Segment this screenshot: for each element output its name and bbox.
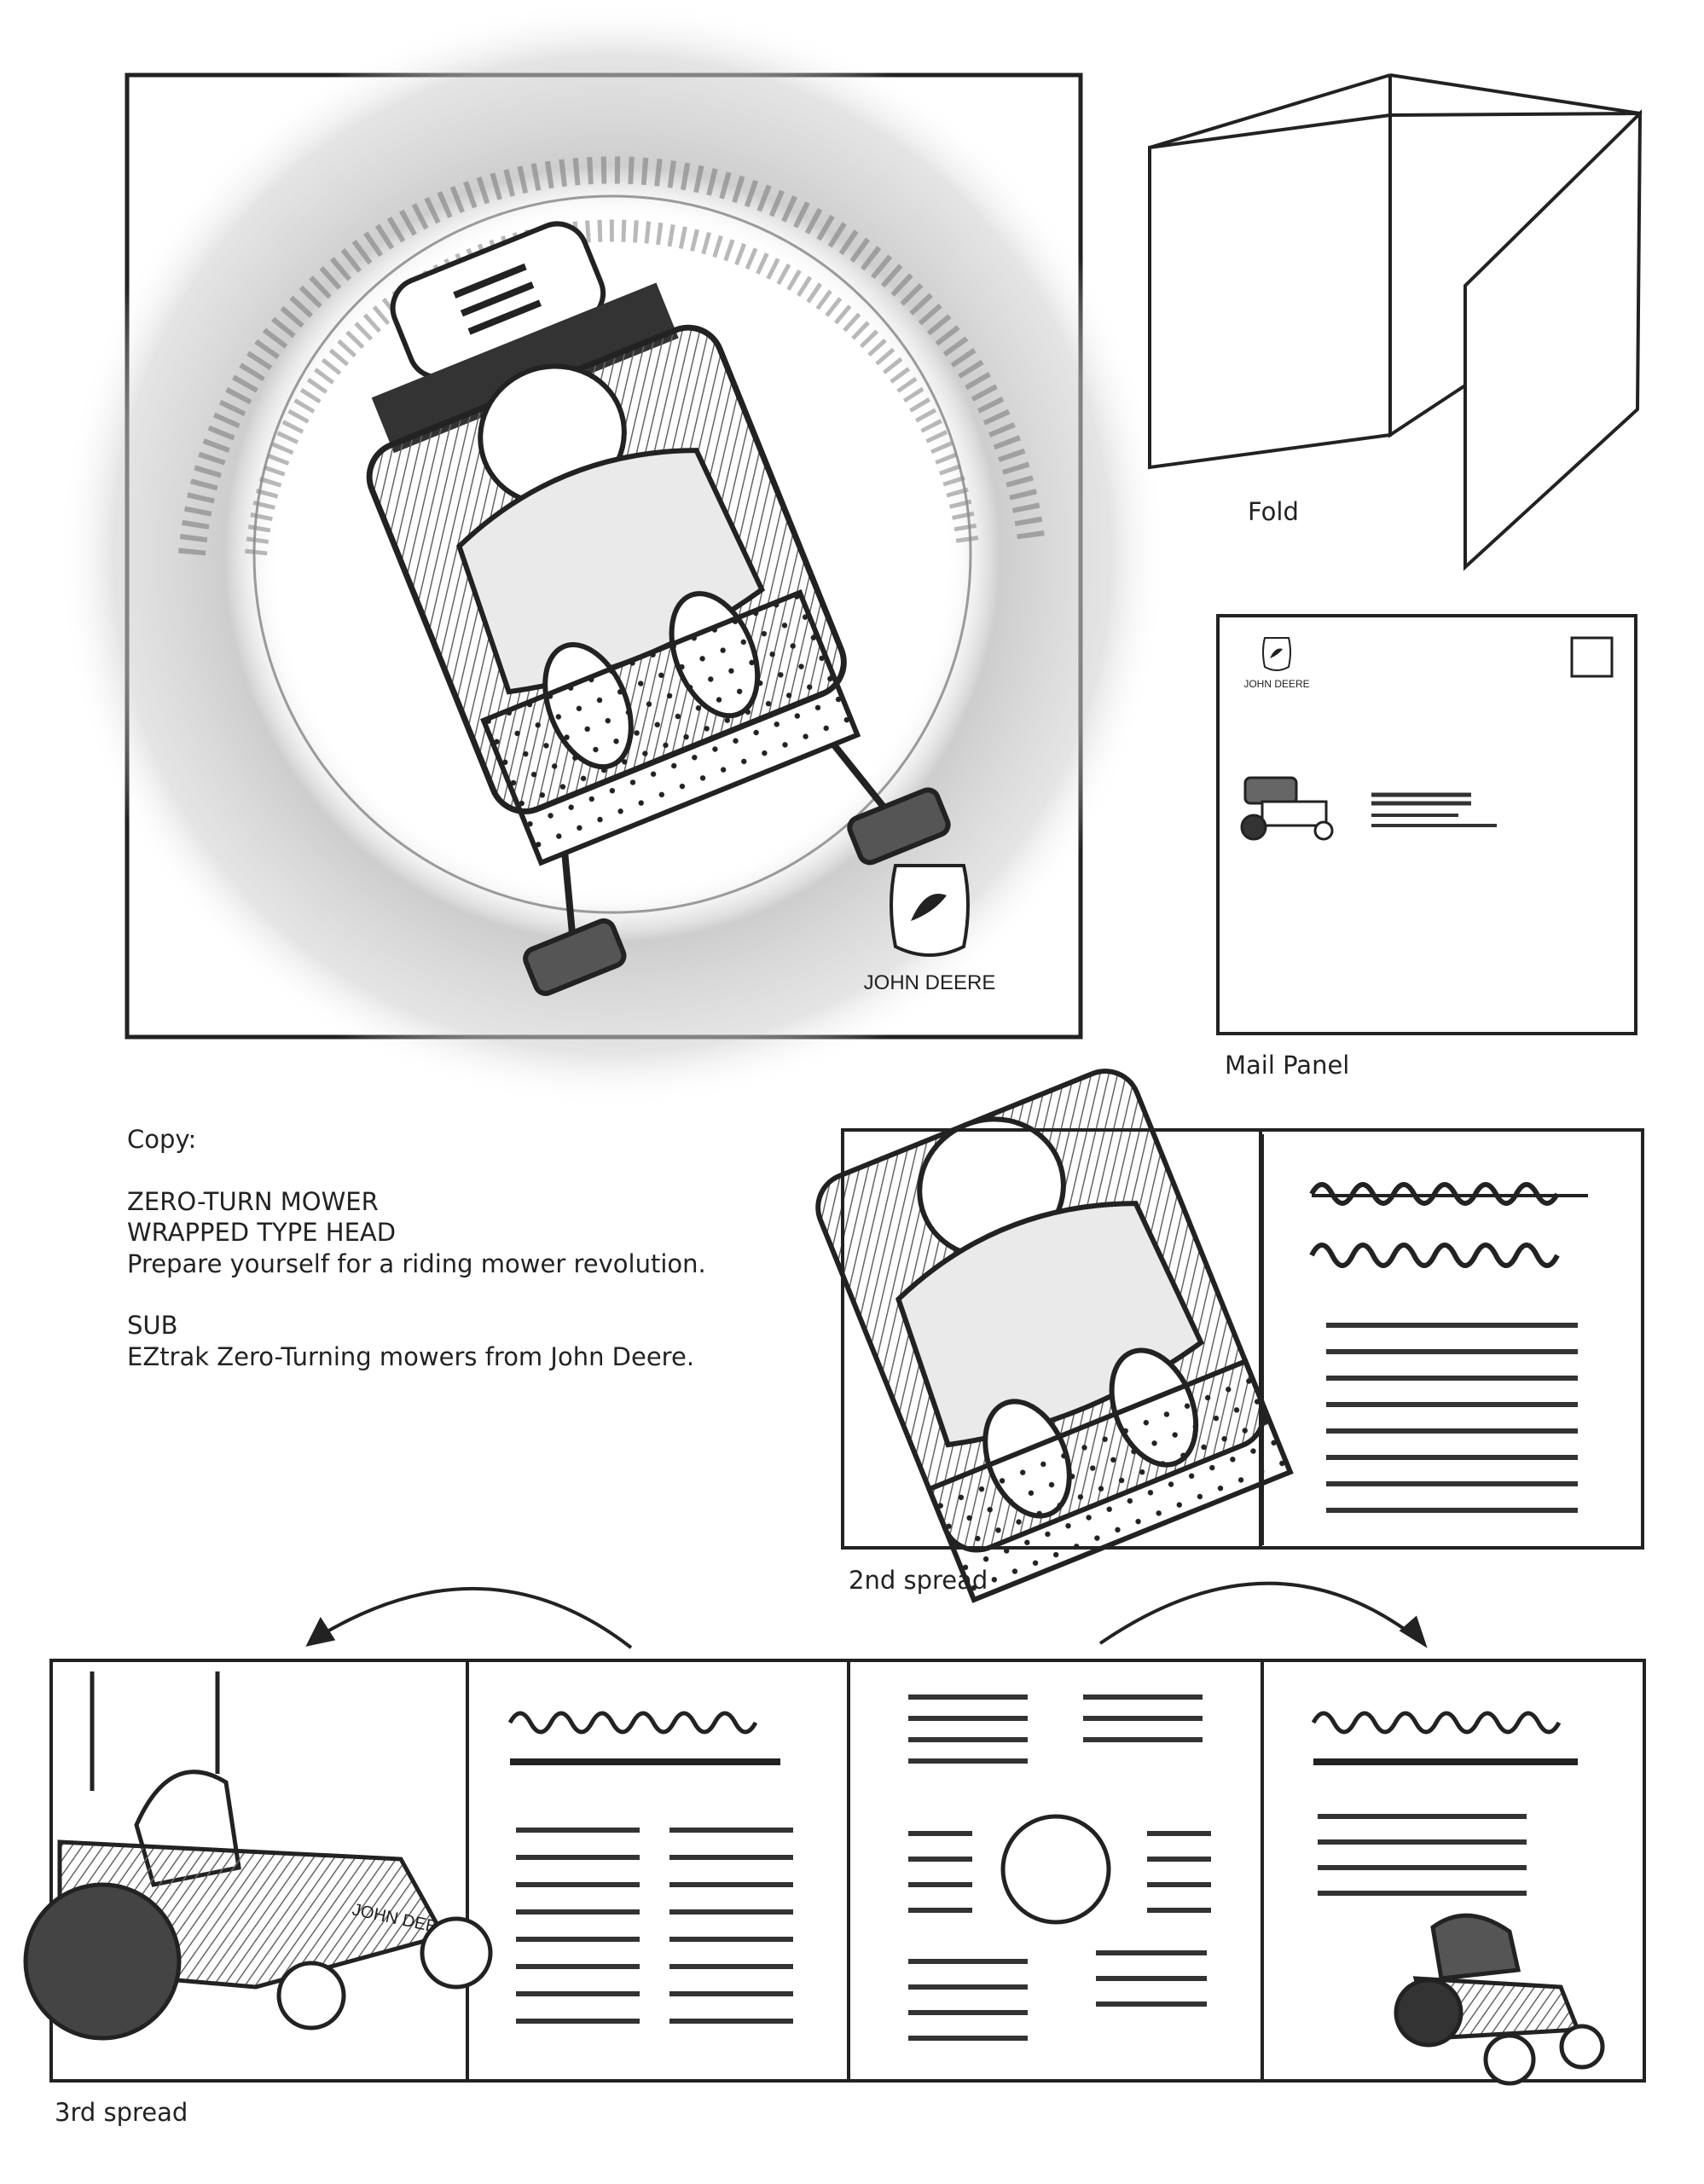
second-spread-label: 2nd spread	[849, 1566, 988, 1595]
mail-mower-thumbnail	[1240, 776, 1334, 841]
third-spread: JOHN DEERE	[23, 1659, 1646, 2086]
mail-panel: JOHN DEERE	[1216, 614, 1637, 1035]
arrow-left	[316, 1586, 633, 1649]
copy-head-label-1: ZERO-TURN MOWER	[127, 1186, 379, 1216]
copy-block: Copy: ZERO-TURN MOWER WRAPPED TYPE HEAD …	[127, 1124, 706, 1372]
third-spread-label: 3rd spread	[55, 2098, 188, 2127]
spread3-product-mower	[1394, 1913, 1605, 2086]
mower-top-view	[366, 221, 951, 996]
copy-sub-label: SUB	[127, 1311, 178, 1340]
logo-wordmark: JOHN DEERE	[864, 971, 996, 994]
copy-head-label-2: WRAPPED TYPE HEAD	[127, 1218, 397, 1247]
second-spread	[815, 1069, 1644, 1603]
spread3-product-panel	[1311, 1711, 1605, 2086]
stamp-box	[1570, 636, 1614, 678]
copy-subhead: EZtrak Zero-Turning mowers from John Dee…	[127, 1341, 695, 1371]
cover-panel: JOHN DEERE	[58, 0, 1167, 1109]
copy-heading: Copy:	[127, 1125, 197, 1154]
fold-arrows	[305, 1581, 1428, 1649]
svg-text:JOHN DEERE: JOHN DEERE	[1243, 678, 1309, 690]
spread3-side-mower: JOHN DEERE	[23, 1671, 493, 2041]
mail-panel-label: Mail Panel	[1225, 1051, 1350, 1080]
mail-logo: JOHN DEERE	[1243, 637, 1310, 690]
spread2-mower-detail	[815, 1069, 1294, 1603]
john-deere-logo: JOHN DEERE	[864, 864, 996, 994]
fold-label: Fold	[1248, 497, 1299, 526]
fold-diagram	[1148, 73, 1643, 571]
spread3-circle-panel	[908, 1694, 1211, 2041]
feature-circle	[1000, 1814, 1111, 1925]
arrow-right	[1098, 1581, 1417, 1645]
copy-headline: Prepare yourself for a riding mower revo…	[127, 1248, 706, 1278]
spread3-copy-panel	[507, 1711, 793, 2024]
